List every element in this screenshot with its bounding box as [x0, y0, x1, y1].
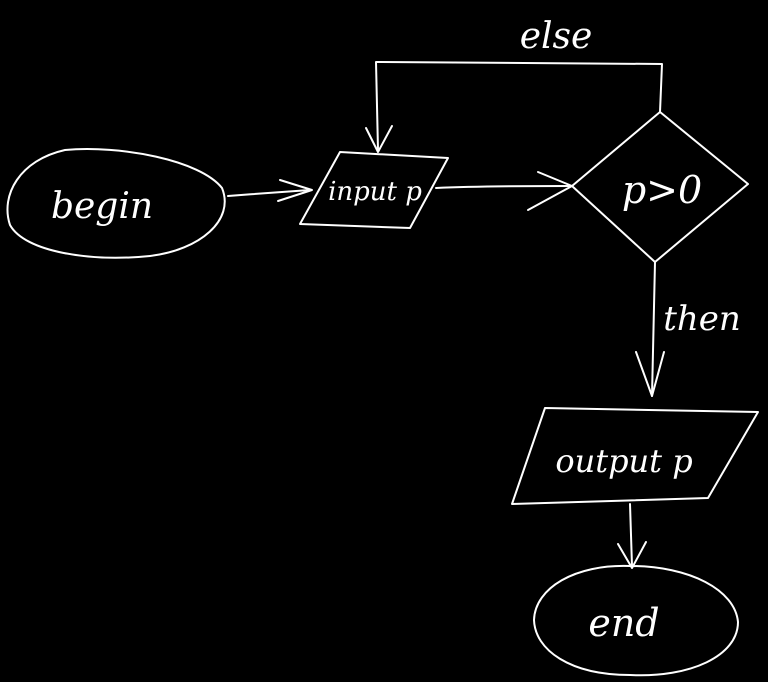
- end-ellipse: [533, 564, 739, 677]
- begin-label: begin: [51, 186, 153, 227]
- begin-node: begin: [6, 148, 226, 259]
- else-label: else: [520, 16, 593, 57]
- output-parallelogram: [511, 407, 759, 505]
- input-node: input p: [299, 151, 449, 229]
- decision-node: p>0: [571, 111, 749, 263]
- output-label: output p: [555, 442, 692, 480]
- arrow-decision-else: else: [365, 16, 663, 153]
- then-label: then: [663, 299, 741, 339]
- end-label: end: [588, 601, 659, 645]
- end-node: end: [533, 564, 739, 677]
- arrow-input-to-decision: [435, 171, 573, 211]
- arrow-output-to-end: [617, 503, 647, 569]
- decision-label: p>0: [622, 168, 702, 212]
- input-parallelogram: [299, 151, 449, 229]
- output-node: output p: [511, 407, 759, 505]
- arrow-decision-then: then: [635, 261, 741, 397]
- arrow-begin-to-input: [227, 179, 313, 202]
- begin-ellipse: [6, 148, 226, 259]
- input-label: input p: [328, 177, 422, 207]
